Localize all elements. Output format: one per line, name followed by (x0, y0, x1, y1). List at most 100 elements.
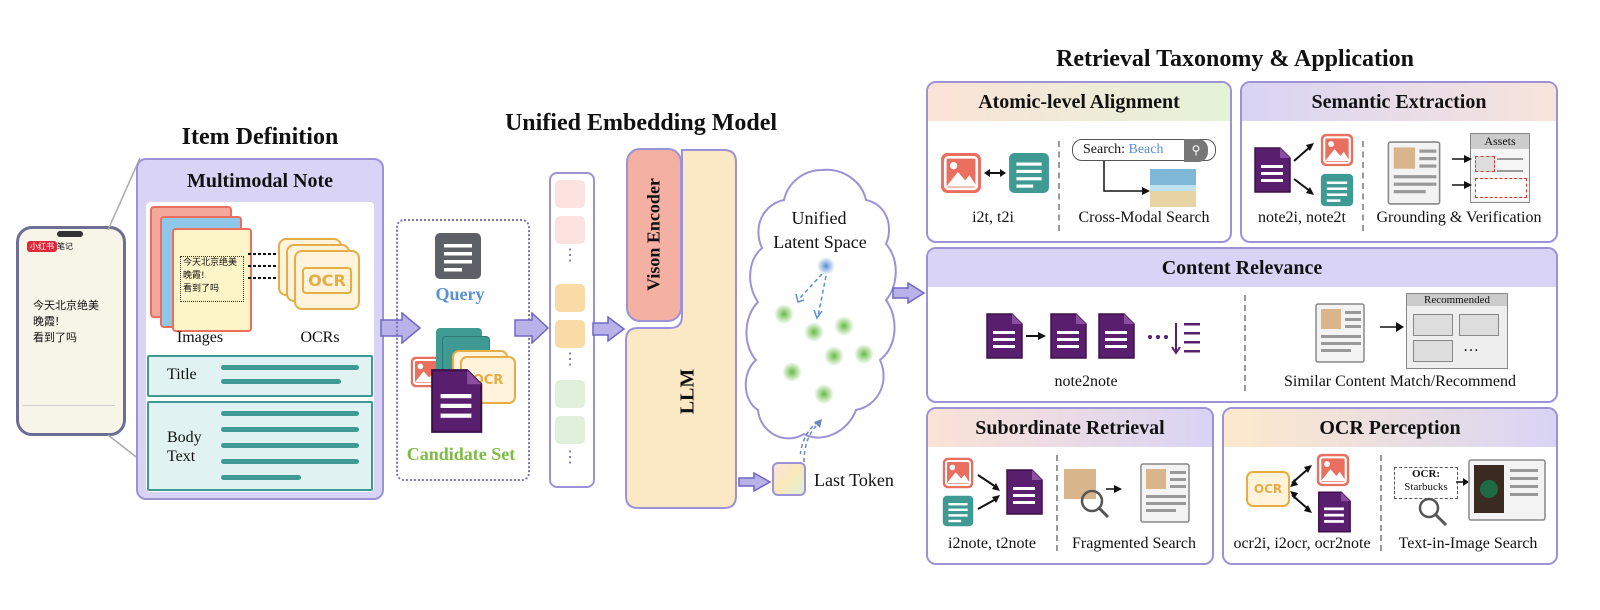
ocr-divider (1380, 455, 1382, 551)
vision-encoder-block: Vison Encoder (626, 148, 682, 322)
cross-modal-search-bar[interactable]: Search: Beach (1072, 139, 1216, 161)
token-5 (555, 380, 585, 408)
atomic-alignment-panel: Atomic-level Alignment i2t, t2i Search: … (926, 81, 1232, 243)
embedding-model-heading: Unified Embedding Model (504, 110, 778, 136)
card-text-line-3: 看到了吗 (183, 284, 220, 294)
last-token-label: Last Token (814, 470, 894, 490)
content-relevance-panel: Content Relevance note2note Recommended … (926, 247, 1558, 403)
subordinate-retrieval-title: Subordinate Retrieval (928, 409, 1212, 447)
phone-tab-label: 笔记 (57, 242, 73, 251)
arrow-inputs-to-tokens (514, 312, 550, 344)
ocr-tag: OCR: (1411, 468, 1441, 480)
ocr-arrow (1456, 478, 1469, 486)
phone-bottom-bar (23, 405, 115, 420)
body-line-2 (221, 427, 359, 432)
ocr-result-doc (1468, 459, 1546, 521)
recommended-label: Recommended (1407, 294, 1507, 306)
recommended-item-3 (1413, 340, 1453, 362)
phone-mockup: 小红书 笔记 今天北京绝美 晚霞! 看到了吗 (16, 226, 126, 436)
ocr-left-caption: ocr2i, i2ocr, ocr2note (1233, 535, 1371, 552)
relevance-source-doc (1314, 303, 1366, 363)
token-1 (555, 180, 585, 208)
card-text-line-2: 晚霞! (183, 271, 205, 281)
ocr-badge-icon: OCR (1246, 471, 1290, 507)
relevance-left-caption: note2note (1054, 373, 1118, 390)
asset-2 (1475, 178, 1527, 198)
semantic-left-caption: note2i, note2t (1258, 209, 1346, 226)
asset-1-lines (1497, 158, 1523, 172)
atomic-alignment-title: Atomic-level Alignment (928, 83, 1230, 121)
ocr-card-front: OCR (294, 250, 360, 310)
ocr-to-image-note-icons (1290, 453, 1351, 533)
recommended-item-2 (1459, 314, 1499, 336)
subordinate-right-caption: Fragmented Search (1072, 535, 1196, 552)
ocr-perception-title: OCR Perception (1224, 409, 1556, 447)
image-text-to-note-icons (942, 457, 1043, 527)
candidate-note-icon (431, 369, 483, 433)
title-field-label: Title (167, 366, 197, 383)
recommended-item-1 (1413, 314, 1453, 336)
title-field: Title (147, 355, 373, 397)
arrow-model-to-taxonomy (892, 282, 926, 304)
ocr-right-caption: Text-in-Image Search (1398, 535, 1538, 552)
latent-space-label-line-2: Latent Space (773, 232, 867, 252)
phone-notch (57, 231, 83, 237)
ocr-perception-panel: OCR Perception OCR ocr2i, i2ocr, ocr2not… (1222, 407, 1558, 565)
search-prefix: Search: (1083, 142, 1129, 157)
arrow-tokens-to-model (592, 316, 626, 342)
semantic-extraction-panel: Semantic Extraction note2i, note2t Asset… (1240, 81, 1558, 243)
search-term: Beach (1128, 142, 1164, 157)
title-line-1 (221, 365, 359, 370)
item-definition-heading: Item Definition (181, 124, 339, 150)
query-doc-icon (435, 233, 481, 279)
note-chain-icons (986, 313, 1200, 359)
ocrs-label: OCRs (300, 329, 340, 346)
fragmented-search-illustration (1064, 463, 1191, 523)
note-to-image-text-icons (1254, 133, 1354, 207)
multimodal-note-title: Multimodal Note (186, 170, 334, 192)
relevance-right-caption: Similar Content Match/Recommend (1284, 373, 1516, 390)
search-result (1103, 161, 1196, 207)
semantic-divider (1362, 141, 1364, 231)
last-token-to-latent-arrow (803, 419, 822, 463)
vision-encoder-label: Vison Encoder (643, 178, 664, 291)
recommend-arrow (1380, 322, 1404, 332)
token-3 (555, 284, 585, 312)
card-text-line-1: 今天北京绝美 (183, 258, 238, 268)
body-line-4 (221, 459, 359, 464)
ocr-badge-text: OCR (302, 266, 352, 294)
token-ellipsis-3: ⋮ (562, 449, 578, 466)
relevance-divider (1244, 295, 1246, 391)
query-label: Query (435, 284, 485, 304)
token-4 (555, 320, 585, 348)
assets-panel: Assets (1470, 133, 1530, 203)
input-set-box (396, 219, 530, 481)
arrow-note-to-inputs (380, 312, 422, 344)
body-line-3 (221, 443, 359, 448)
phone-text-line-3: 看到了吗 (33, 331, 77, 344)
phone-brand-badge: 小红书 (27, 241, 57, 252)
image-card-text-box: 今天北京绝美 晚霞! 看到了吗 (180, 256, 244, 302)
title-line-2 (221, 379, 341, 384)
body-line-1 (221, 411, 359, 416)
search-button[interactable]: ⚲ (1184, 139, 1208, 162)
semantic-right-caption: Grounding & Verification (1376, 209, 1542, 226)
recommended-more: … (1463, 338, 1479, 355)
subordinate-left-caption: i2note, t2note (948, 535, 1036, 552)
grounding-arrows (1452, 155, 1472, 189)
phone-text-line-2: 晚霞! (33, 315, 60, 328)
atomic-right-caption: Cross-Modal Search (1078, 209, 1210, 226)
content-relevance-title: Content Relevance (928, 249, 1556, 287)
atomic-left-caption: i2t, t2i (972, 209, 1014, 226)
latent-points (774, 257, 874, 454)
taxonomy-heading: Retrieval Taxonomy & Application (1055, 46, 1415, 72)
last-token-box (772, 462, 806, 496)
llm-label: LLM (676, 368, 699, 415)
semantic-extraction-title: Semantic Extraction (1242, 83, 1556, 121)
body-line-5 (221, 475, 301, 480)
asset-1 (1475, 156, 1495, 172)
latent-space-label-line-1: Unified (791, 208, 847, 228)
phone-text-line-1: 今天北京绝美 (33, 299, 99, 312)
token-6 (555, 416, 585, 444)
token-ellipsis-2: ⋮ (562, 351, 578, 368)
